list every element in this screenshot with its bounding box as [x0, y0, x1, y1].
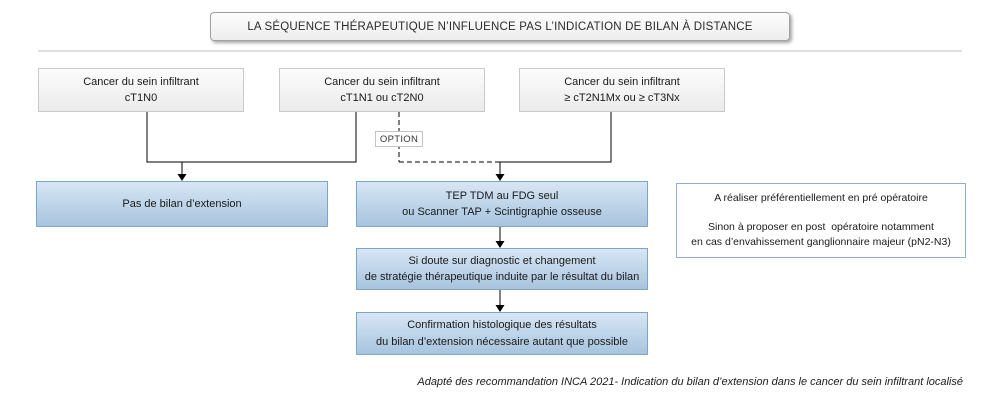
node-ct2n1mx-line1: Cancer du sein infiltrant: [564, 75, 680, 88]
node-ct1n1-line1: Cancer du sein infiltrant: [324, 75, 440, 88]
node-imaging: TEP TDM au FDG seul ou Scanner TAP + Sci…: [356, 181, 648, 227]
no-extension-workup-text: Pas de bilan d’extension: [122, 197, 242, 210]
node-ct1n0: Cancer du sein infiltrant cT1N0: [38, 68, 244, 112]
node-ct1n0-line2: cT1N0: [124, 92, 158, 104]
node-no-extension-workup: Pas de bilan d’extension: [36, 181, 328, 227]
header-divider: [38, 50, 962, 52]
side-note-line3: en cas d’envahissement ganglionnaire maj…: [691, 236, 951, 249]
node-ct1n1-line2: cT1N1 ou cT2N0: [340, 92, 424, 104]
side-note-line1: A réaliser préférentiellement en pré opé…: [714, 191, 928, 204]
node-ct2n1mx-line2: ≥ cT2N1Mx ou ≥ cT3Nx: [564, 92, 680, 104]
node-confirmation: Confirmation histologique des résultats …: [356, 312, 648, 355]
confirmation-line1: Confirmation histologique des résultats: [407, 319, 597, 331]
imaging-line1: TEP TDM au FDG seul: [445, 189, 559, 202]
source-caption-text: Adapté des recommandation INCA 2021- Ind…: [417, 376, 963, 388]
doubt-line2: de stratégie thérapeutique induite par l…: [364, 271, 640, 283]
page-title: LA SÉQUENCE THÉRAPEUTIQUE N’INFLUENCE PA…: [210, 12, 790, 41]
confirmation-line2: du bilan d’extension nécessaire autant q…: [376, 335, 628, 348]
option-label-text: OPTION: [379, 133, 419, 145]
source-caption: Adapté des recommandation INCA 2021- Ind…: [417, 376, 963, 388]
node-doubt: Si doute sur diagnostic et changement de…: [356, 248, 648, 290]
node-ct1n1-ct2n0: Cancer du sein infiltrant cT1N1 ou cT2N0: [279, 68, 485, 112]
doubt-line1: Si doute sur diagnostic et changement: [408, 254, 596, 267]
option-label: OPTION: [375, 131, 423, 147]
imaging-line2: ou Scanner TAP + Scintigraphie osseuse: [402, 206, 602, 218]
node-ct1n0-line1: Cancer du sein infiltrant: [83, 75, 199, 88]
page-title-text: LA SÉQUENCE THÉRAPEUTIQUE N’INFLUENCE PA…: [247, 20, 753, 33]
node-ct2n1mx-ct3nx: Cancer du sein infiltrant ≥ cT2N1Mx ou ≥…: [519, 68, 725, 112]
side-note: A réaliser préférentiellement en pré opé…: [676, 183, 966, 258]
side-note-line2: Sinon à proposer en post opératoire nota…: [708, 220, 934, 233]
